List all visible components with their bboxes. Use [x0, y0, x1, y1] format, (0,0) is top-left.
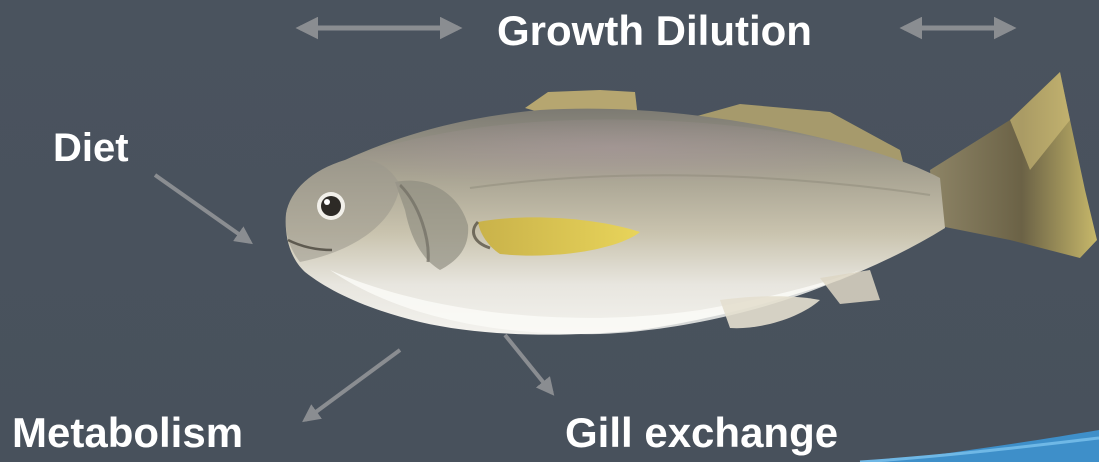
gill-exchange-arrow [505, 335, 552, 393]
gill-exchange-label: Gill exchange [565, 412, 838, 454]
diet-arrow [155, 175, 250, 242]
metabolism-arrow [305, 350, 400, 420]
metabolism-label: Metabolism [12, 412, 243, 454]
diet-label: Diet [53, 128, 129, 168]
growth-dilution-label: Growth Dilution [497, 10, 812, 52]
